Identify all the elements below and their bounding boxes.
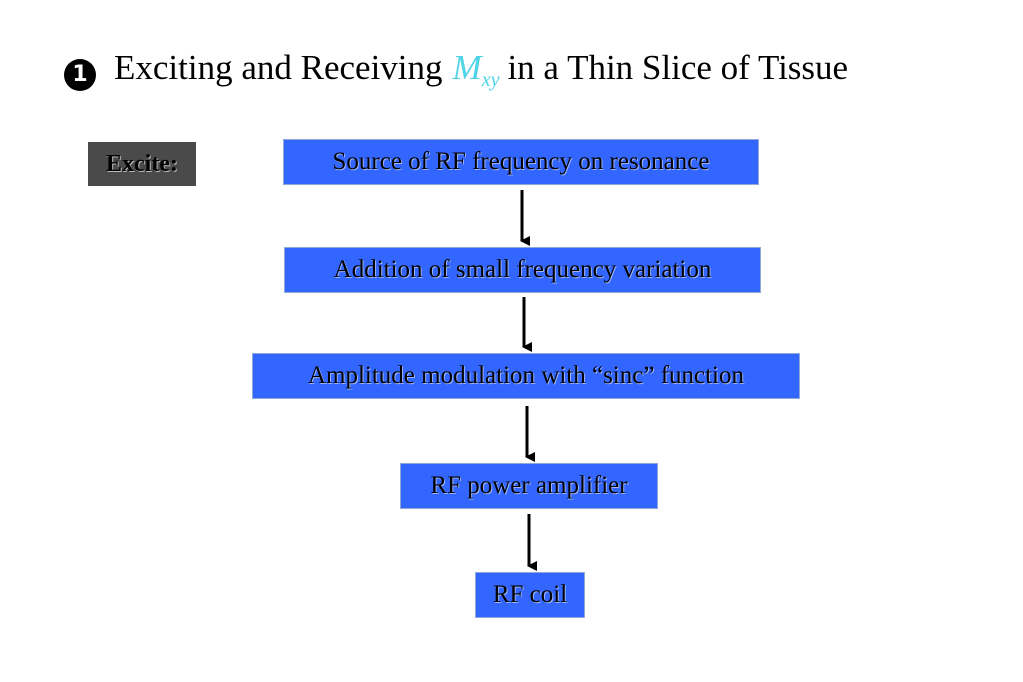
slide-title: 1 Exciting and Receiving Mxy in a Thin S…: [64, 48, 848, 100]
title-text-before: Exciting and Receiving: [114, 48, 443, 87]
title-text-after: in a Thin Slice of Tissue: [507, 48, 849, 87]
flow-box-power-amplifier: RF power amplifier: [400, 463, 658, 509]
excite-label: Excite:: [88, 142, 196, 186]
title-variable-subscript: xy: [481, 69, 500, 91]
flow-box-frequency-variation: Addition of small frequency variation: [284, 247, 761, 293]
title-variable-main: M: [452, 48, 482, 87]
flow-box-rf-source: Source of RF frequency on resonance: [283, 139, 759, 185]
title-variable: Mxy: [453, 48, 500, 92]
numbered-bullet-icon: 1: [64, 59, 96, 91]
flow-box-rf-coil: RF coil: [475, 572, 585, 618]
flow-box-amplitude-modulation: Amplitude modulation with “sinc” functio…: [252, 353, 800, 399]
